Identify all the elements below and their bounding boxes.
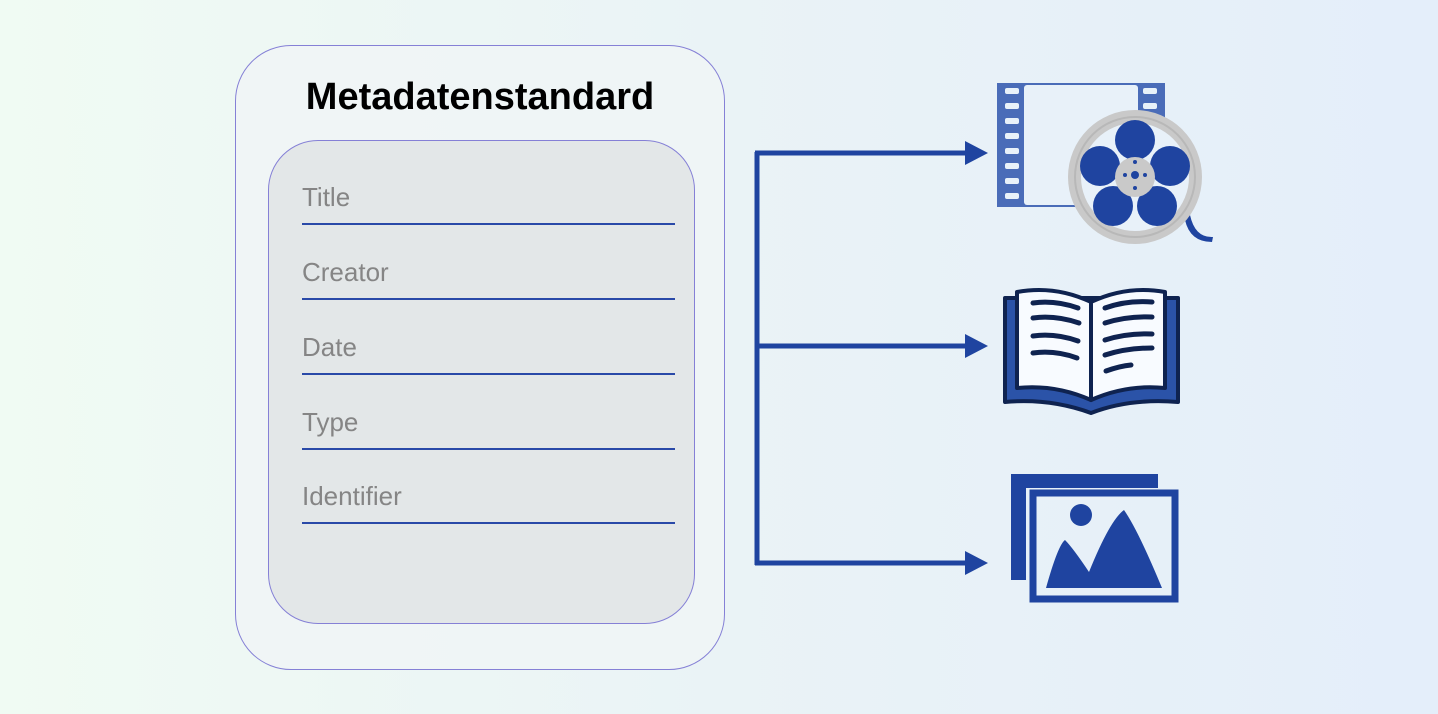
image-gallery-icon bbox=[1011, 474, 1179, 603]
field-label: Identifier bbox=[302, 481, 402, 511]
field-identifier: Identifier bbox=[302, 481, 675, 524]
arrow-icon bbox=[965, 141, 988, 165]
field-type: Type bbox=[302, 407, 675, 450]
field-label: Type bbox=[302, 407, 359, 437]
field-creator: Creator bbox=[302, 257, 675, 300]
fields-panel: Title Creator Date Type Identifier bbox=[268, 140, 695, 624]
arrow-icon bbox=[965, 551, 988, 575]
arrowheads bbox=[965, 141, 988, 575]
field-label: Title bbox=[302, 182, 351, 212]
metadata-standard-card: Metadatenstandard Title Creator Date Typ… bbox=[235, 45, 725, 670]
field-title: Title bbox=[302, 182, 675, 225]
connector-lines bbox=[754, 150, 972, 566]
open-book-icon bbox=[1003, 288, 1180, 415]
field-label: Date bbox=[302, 332, 357, 362]
card-title: Metadatenstandard bbox=[305, 76, 655, 118]
field-label: Creator bbox=[302, 257, 389, 287]
arrow-icon bbox=[965, 334, 988, 358]
film-reel-icon bbox=[997, 83, 1213, 244]
field-date: Date bbox=[302, 332, 675, 375]
